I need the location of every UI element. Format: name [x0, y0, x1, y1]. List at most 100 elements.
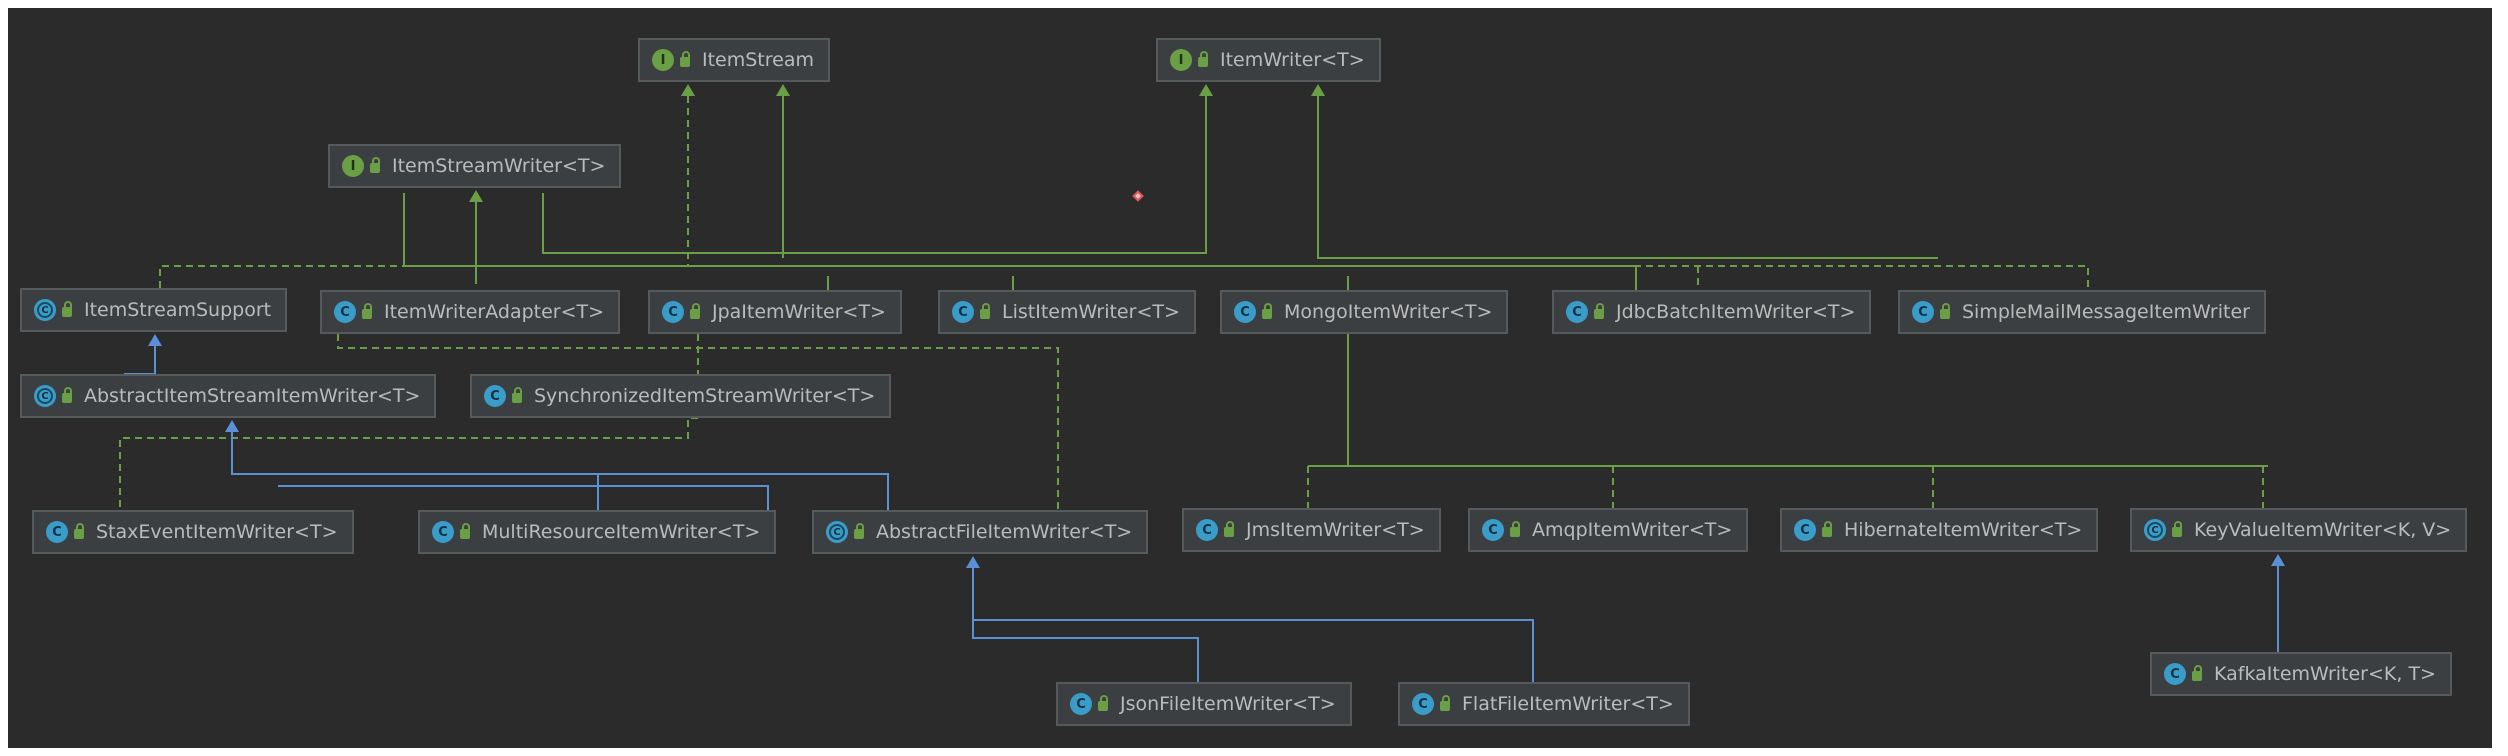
edge-support-itemstream	[159, 265, 1058, 288]
public-lock-icon	[1198, 51, 1208, 67]
class-icon: C	[484, 385, 506, 407]
node-kafkaitemwriter[interactable]: C KafkaItemWriter<K, T>	[2150, 652, 2452, 696]
arrow-abstractitemstreamitemwriter	[225, 420, 239, 432]
public-lock-icon	[2192, 665, 2202, 681]
node-amqpitemwriter[interactable]: C AmqpItemWriter<T>	[1468, 508, 1749, 552]
node-jdbcbatchitemwriter[interactable]: C JdbcBatchItemWriter<T>	[1552, 290, 1872, 334]
node-jsonfileitemwriter[interactable]: C JsonFileItemWriter<T>	[1056, 682, 1352, 726]
node-label: JdbcBatchItemWriter<T>	[1616, 301, 1856, 323]
public-lock-icon	[460, 523, 470, 539]
node-label: HibernateItemWriter<T>	[1844, 519, 2083, 541]
edge-right-implements	[1058, 265, 2089, 290]
edge-bottom-drops	[1307, 466, 2264, 508]
arrow-itemwriter	[1311, 84, 1325, 96]
class-icon: C	[432, 521, 454, 543]
public-lock-icon	[1510, 521, 1520, 537]
node-label: StaxEventItemWriter<T>	[96, 521, 338, 543]
node-synchronizeditemstreamwriter[interactable]: C SynchronizedItemStreamWriter<T>	[470, 374, 892, 418]
public-lock-icon	[370, 157, 380, 173]
node-simplemailmessageitemwriter[interactable]: C SimpleMailMessageItemWriter	[1898, 290, 2266, 334]
public-lock-icon	[690, 303, 700, 319]
public-lock-icon	[854, 523, 864, 539]
node-hibernateitemwriter[interactable]: C HibernateItemWriter<T>	[1780, 508, 2099, 552]
class-icon: C	[1794, 519, 1816, 541]
interface-icon: I	[342, 155, 364, 177]
arrow-keyvalueitemwriter	[2271, 554, 2285, 566]
edge-sync-stax	[119, 334, 699, 510]
public-lock-icon	[2172, 521, 2182, 537]
node-label: KafkaItemWriter<K, T>	[2214, 663, 2436, 685]
node-label: AbstractItemStreamItemWriter<T>	[84, 385, 421, 407]
node-itemwriter[interactable]: I ItemWriter<T>	[1156, 38, 1381, 82]
edge-file-children	[972, 568, 1534, 682]
node-label: AmqpItemWriter<T>	[1532, 519, 1733, 541]
node-label: KeyValueItemWriter<K, V>	[2194, 519, 2452, 541]
abstract-class-icon: C	[2144, 519, 2166, 541]
node-listitemwriter[interactable]: C ListItemWriter<T>	[938, 290, 1196, 334]
node-label: ItemWriterAdapter<T>	[384, 301, 605, 323]
public-lock-icon	[62, 301, 72, 317]
inheritance-edges	[119, 84, 2285, 682]
class-icon: C	[1912, 301, 1934, 323]
node-label: ListItemWriter<T>	[1002, 301, 1180, 323]
arrow-itemwriter	[1199, 84, 1213, 96]
node-abstractitemstreamitemwriter[interactable]: C AbstractItemStreamItemWriter<T>	[20, 374, 437, 418]
class-icon: C	[1234, 301, 1256, 323]
class-icon: C	[1482, 519, 1504, 541]
abstract-class-icon: C	[34, 385, 56, 407]
node-label: ItemStreamSupport	[84, 299, 272, 321]
class-icon: C	[1070, 693, 1092, 715]
edge-mid-drop	[827, 276, 1014, 290]
class-icon: C	[1566, 301, 1588, 323]
arrow-itemstream	[776, 84, 790, 96]
node-itemstream[interactable]: I ItemStream	[638, 38, 830, 82]
node-itemstreamwriter[interactable]: I ItemStreamWriter<T>	[328, 144, 622, 188]
public-lock-icon	[1822, 521, 1832, 537]
public-lock-icon	[1594, 303, 1604, 319]
class-icon: C	[334, 301, 356, 323]
public-lock-icon	[1262, 303, 1272, 319]
node-itemstreamsupport[interactable]: C ItemStreamSupport	[20, 288, 288, 332]
abstract-class-icon: C	[826, 521, 848, 543]
node-multiresourceitemwriter[interactable]: C MultiResourceItemWriter<T>	[418, 510, 777, 554]
node-jpaitemwriter[interactable]: C JpaItemWriter<T>	[648, 290, 902, 334]
arrow-abstractfileitemwriter	[966, 556, 980, 568]
node-label: MongoItemWriter<T>	[1284, 301, 1493, 323]
abstract-class-icon: C	[34, 299, 56, 321]
node-jmsitemwriter[interactable]: C JmsItemWriter<T>	[1182, 508, 1441, 552]
node-label: FlatFileItemWriter<T>	[1462, 693, 1674, 715]
public-lock-icon	[1224, 521, 1234, 537]
node-label: SimpleMailMessageItemWriter	[1962, 301, 2250, 323]
node-abstractfileitemwriter[interactable]: C AbstractFileItemWriter<T>	[812, 510, 1149, 554]
node-label: ItemStreamWriter<T>	[392, 155, 606, 177]
public-lock-icon	[1440, 695, 1450, 711]
node-itemwriteradapter[interactable]: C ItemWriterAdapter<T>	[320, 290, 621, 334]
node-mongoitemwriter[interactable]: C MongoItemWriter<T>	[1220, 290, 1509, 334]
node-label: JsonFileItemWriter<T>	[1120, 693, 1336, 715]
node-label: AbstractFileItemWriter<T>	[876, 521, 1133, 543]
node-label: JpaItemWriter<T>	[712, 301, 886, 323]
edge-abstractwriter-children	[231, 432, 889, 510]
node-label: ItemWriter<T>	[1220, 49, 1365, 71]
edge-itemwriter-right	[1317, 96, 1938, 259]
arrow-itemstreamwriter	[469, 190, 483, 202]
class-icon: C	[2164, 663, 2186, 685]
interface-icon: I	[1170, 49, 1192, 71]
edge-multi-abstract	[278, 485, 769, 510]
class-icon: C	[662, 301, 684, 323]
public-lock-icon	[980, 303, 990, 319]
diagram-canvas: I ItemStream I ItemWriter<T> I ItemStrea…	[8, 8, 2492, 748]
node-keyvalueitemwriter[interactable]: C KeyValueItemWriter<K, V>	[2130, 508, 2468, 552]
node-label: JmsItemWriter<T>	[1246, 519, 1425, 541]
edge-itemstreamwriter-itemwriter	[542, 96, 1207, 254]
public-lock-icon	[1940, 303, 1950, 319]
node-label: MultiResourceItemWriter<T>	[482, 521, 761, 543]
public-lock-icon	[1098, 695, 1108, 711]
public-lock-icon	[74, 523, 84, 539]
public-lock-icon	[62, 387, 72, 403]
class-icon: C	[46, 521, 68, 543]
public-lock-icon	[512, 387, 522, 403]
node-flatfileitemwriter[interactable]: C FlatFileItemWriter<T>	[1398, 682, 1690, 726]
arrow-itemstreamsupport	[148, 334, 162, 346]
node-staxeventitemwriter[interactable]: C StaxEventItemWriter<T>	[32, 510, 354, 554]
